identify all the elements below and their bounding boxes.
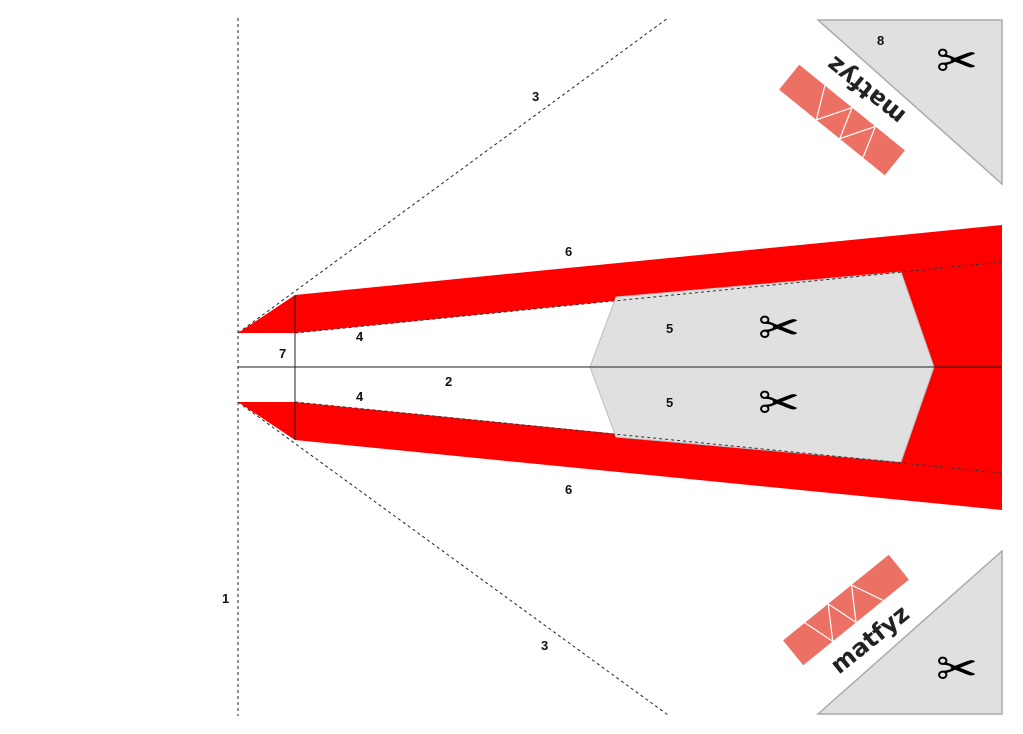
label-6-top: 6	[565, 244, 572, 259]
label-3-bottom: 3	[541, 638, 548, 653]
label-4-bottom: 4	[356, 389, 364, 404]
label-3-top: 3	[532, 89, 539, 104]
label-8: 8	[877, 33, 884, 48]
fold-line-3-bottom	[237, 401, 669, 716]
logo-bar-top	[779, 64, 905, 176]
fold-line-3-top	[237, 17, 669, 334]
label-2: 2	[445, 374, 452, 389]
cut-piece-8-bottom	[816, 549, 1003, 715]
scissors-icon: ✂	[758, 374, 800, 432]
logo-stripes-top	[815, 85, 877, 158]
cut-piece-8-top	[816, 19, 1003, 186]
scissors-icon: ✂	[758, 299, 800, 357]
label-7: 7	[279, 346, 286, 361]
red-wing-bottom	[238, 367, 1002, 510]
logo-bar-bottom	[783, 554, 909, 666]
logo-stripes-bottom	[804, 583, 884, 643]
label-6-bottom: 6	[565, 482, 572, 497]
scissors-icon: ✂	[936, 640, 978, 698]
red-wing-top	[238, 225, 1002, 367]
label-5-bottom: 5	[666, 395, 673, 410]
label-1: 1	[222, 591, 229, 606]
scissors-icon: ✂	[936, 32, 978, 90]
label-5-top: 5	[666, 321, 673, 336]
fold-line-4-top	[294, 261, 1003, 334]
fold-line-4-bottom	[294, 401, 1003, 474]
label-4-top: 4	[356, 329, 364, 344]
